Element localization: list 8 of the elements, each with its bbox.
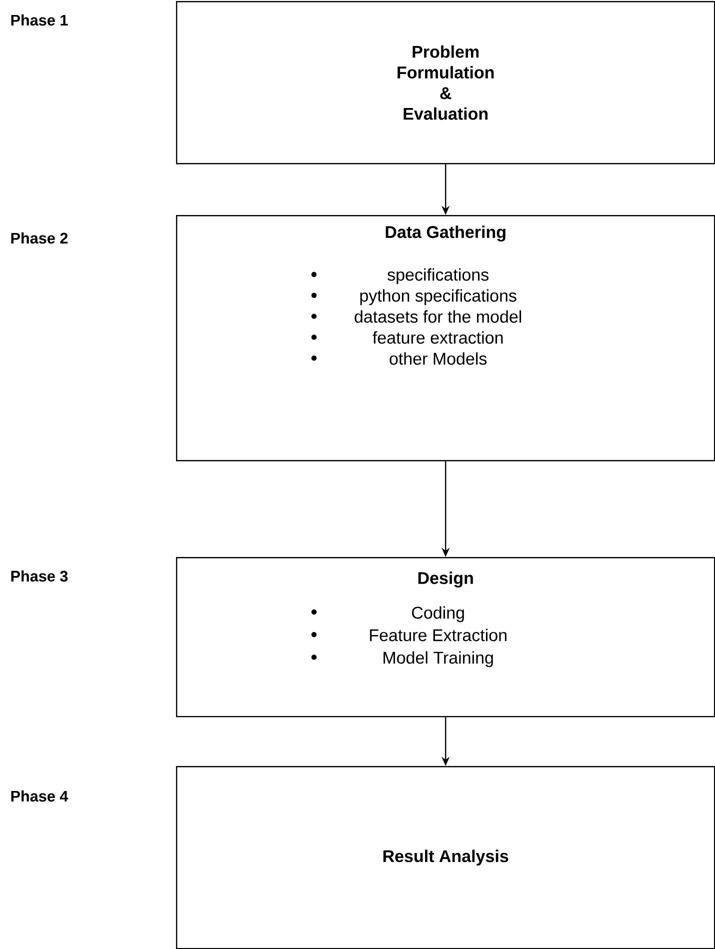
process-box: Design Coding Feature Extraction Model Training [176, 557, 715, 718]
phase-label: Phase 1 [11, 14, 68, 26]
phase-label: Phase 2 [11, 232, 68, 244]
phase-label: Phase 4 [11, 790, 68, 802]
process-box: Data Gathering specifications python specifications datasets for the model feature extraction other Models [176, 215, 715, 462]
process-box: Result Analysis [176, 766, 715, 949]
process-box: Problem Formulation & Evaluation [176, 1, 715, 164]
phase-label: Phase 3 [11, 570, 68, 582]
